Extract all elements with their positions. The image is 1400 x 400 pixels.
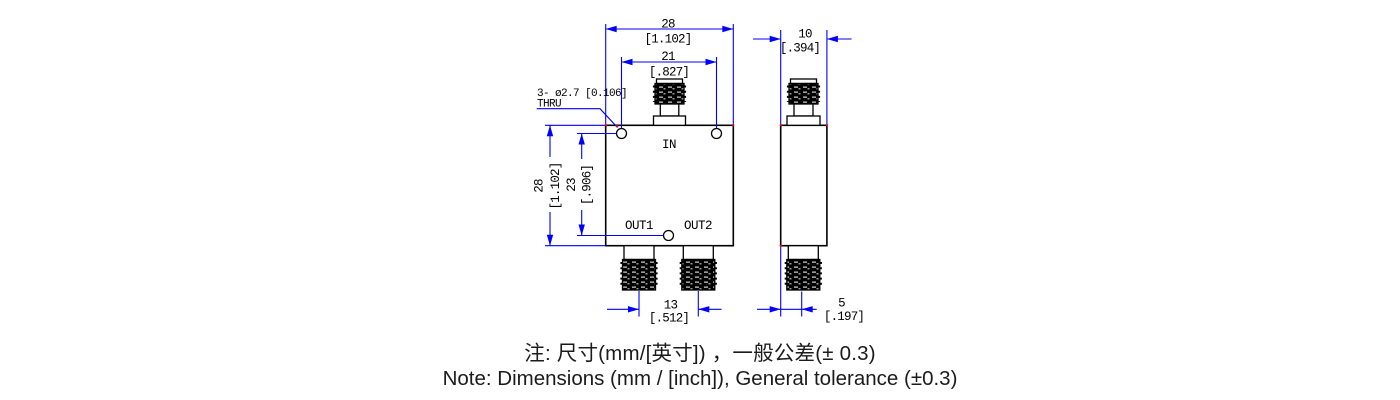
side-top-connector-cap <box>789 78 818 85</box>
dim-hole-span-inch: [.827] <box>649 66 689 80</box>
side-view <box>779 78 828 291</box>
dim-height-inch: [1.102] <box>549 163 563 210</box>
dim-width-inch: [1.102] <box>645 33 692 47</box>
in-connector-cap <box>655 78 684 85</box>
mounting-hole-top-right <box>710 127 723 140</box>
side-top-connector-flange <box>786 115 821 126</box>
side-body-outline <box>779 124 828 247</box>
side-top-connector-threads <box>788 82 819 105</box>
dimension-labels: 28 [1.102] 21 [.827] 28 [1.102] 23 [.906… <box>533 18 865 326</box>
out1-connector <box>620 245 658 291</box>
mounting-hole-top-left <box>615 127 628 140</box>
dim-depth-mm: 10 <box>798 28 812 42</box>
hole-note-size: 3- ø2.7 [0.106] <box>537 88 627 100</box>
in-connector-threads <box>654 82 685 105</box>
front-body-outline <box>604 124 735 247</box>
cad-snap-markers <box>604 124 828 247</box>
mounting-hole-bottom-center <box>662 229 675 242</box>
in-connector-neck <box>659 103 680 117</box>
front-view: IN OUT1 OUT2 <box>604 78 735 291</box>
dim-connector-offset-inch: [.197] <box>824 310 864 324</box>
dim-out-spacing-mm: 13 <box>664 299 678 313</box>
out2-connector-flange <box>682 245 714 261</box>
dim-connector-offset-mm: 5 <box>838 297 845 311</box>
tolerance-note-chinese: 注: 尺寸(mm/[英寸]) ，一般公差(± 0.3) <box>524 342 876 365</box>
out1-connector-threads <box>621 258 657 291</box>
dim-hole-height-inch: [.906] <box>581 165 595 205</box>
side-top-connector <box>786 78 821 126</box>
side-bottom-connector <box>784 245 822 291</box>
in-connector <box>652 78 687 126</box>
side-top-connector-neck <box>793 103 814 117</box>
port-label-out2: OUT2 <box>684 219 712 233</box>
in-connector-flange <box>652 115 687 126</box>
dim-hole-span-mm: 21 <box>661 50 675 64</box>
dimension-arrowheads <box>546 25 838 313</box>
dim-out-spacing-inch: [.512] <box>649 312 689 326</box>
port-label-out1: OUT1 <box>625 219 653 233</box>
out2-connector <box>679 245 717 291</box>
dim-width-mm: 28 <box>661 18 675 32</box>
side-bottom-connector-threads <box>786 258 821 291</box>
hole-note-thru: THRU <box>537 99 561 111</box>
dim-hole-height-mm: 23 <box>565 178 579 192</box>
out1-connector-flange <box>623 245 655 261</box>
out2-connector-threads <box>681 258 716 291</box>
dimension-lines <box>536 24 852 317</box>
port-label-in: IN <box>662 138 676 152</box>
tolerance-note: 注: 尺寸(mm/[英寸]) ，一般公差(± 0.3) Note: Dimens… <box>0 341 1400 391</box>
dim-height-mm: 28 <box>533 179 547 193</box>
side-bottom-connector-flange <box>787 245 819 261</box>
tolerance-note-english: Note: Dimensions (mm / [inch]), General … <box>442 367 958 390</box>
hole-note-leader <box>536 108 618 128</box>
dim-depth-inch: [.394] <box>780 42 820 56</box>
